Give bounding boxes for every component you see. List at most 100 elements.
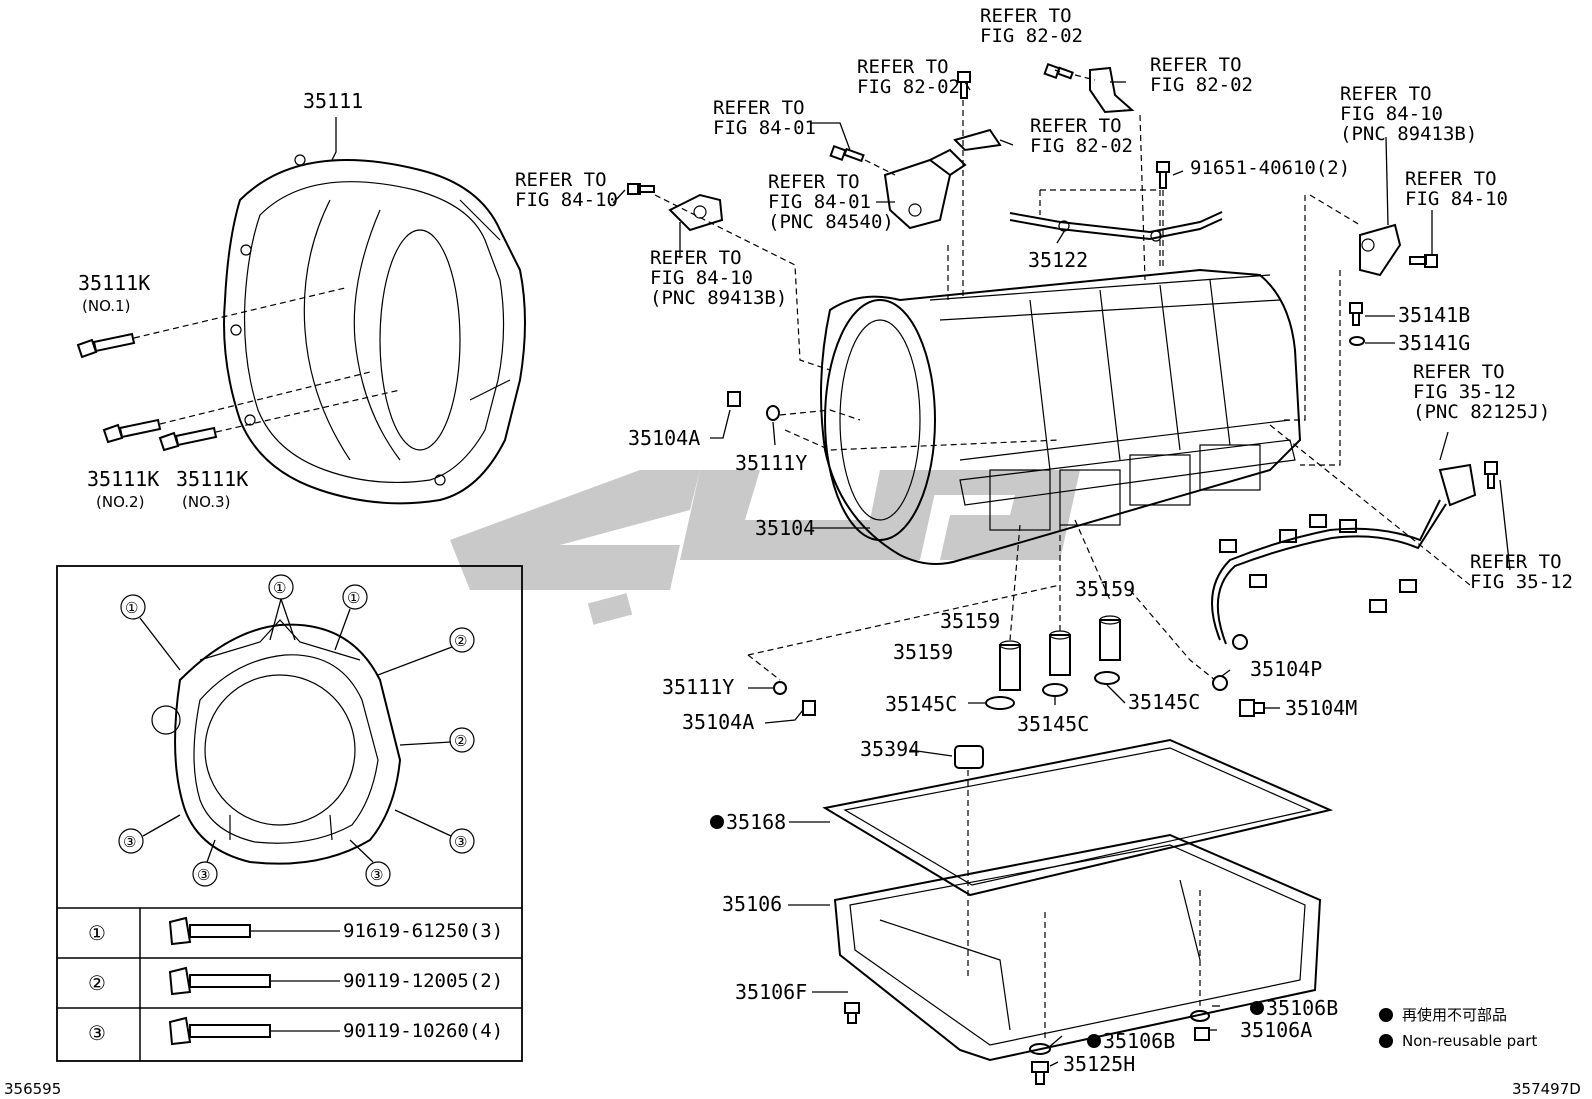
refer-84-10-d-1: REFER TO <box>1405 168 1497 190</box>
label-35168: 35168 <box>726 810 786 834</box>
table-mark-3: ③ <box>88 1021 106 1045</box>
label-35125h: 35125H <box>1063 1052 1135 1076</box>
plug-35104m <box>1239 699 1265 717</box>
washer-35145c-a <box>985 696 1015 710</box>
refer-35-12-b-2: FIG 35-12 <box>1470 571 1573 593</box>
oil-pan-35106 <box>833 833 1322 1062</box>
refer-84-10-c-1: REFER TO <box>1340 83 1432 105</box>
refer-82-02-d-2: FIG 82-02 <box>1030 135 1133 157</box>
inset-mark-3a: ③ <box>123 833 136 851</box>
wire-harness-82125j <box>1211 463 1477 650</box>
label-35141g: 35141G <box>1398 331 1470 355</box>
plug-35125h <box>1031 1061 1049 1085</box>
bolt-35141b <box>1349 302 1363 326</box>
refer-84-01-a-1: REFER TO <box>713 97 805 119</box>
footer-right-code: 357497D <box>1512 1080 1581 1098</box>
bolt-35106f <box>844 1002 860 1024</box>
label-35122: 35122 <box>1028 248 1088 272</box>
refer-35-12-a-2: FIG 35-12 <box>1413 381 1516 403</box>
label-35141b: 35141B <box>1398 303 1470 327</box>
label-35159-b: 35159 <box>940 609 1000 633</box>
refer-84-01-b-1: REFER TO <box>768 171 860 193</box>
label-35104: 35104 <box>755 516 815 540</box>
bracket-82-02-right <box>1089 66 1135 114</box>
label-35106f: 35106F <box>735 980 807 1004</box>
refer-84-10-b-1: REFER TO <box>650 247 742 269</box>
label-35106: 35106 <box>722 892 782 916</box>
sensor-84-10-left <box>668 193 724 232</box>
plug-35104a-top <box>727 391 741 407</box>
legend-line-2: Non-reusable part <box>1402 1032 1537 1050</box>
table-mark-1: ① <box>88 921 106 945</box>
inset-mark-1b: ① <box>347 589 360 607</box>
refer-82-02-d-1: REFER TO <box>1030 115 1122 137</box>
legend-non-reusable: 再使用不可部品 Non-reusable part <box>1379 1006 1537 1050</box>
oring-35111y-top <box>766 405 780 421</box>
bolt-top-small <box>627 62 1170 195</box>
label-35104m: 35104M <box>1285 696 1357 720</box>
label-35145c-c: 35145C <box>1128 690 1200 714</box>
legend-line-1: 再使用不可部品 <box>1402 1006 1507 1024</box>
label-91651: 91651-40610(2) <box>1190 157 1350 179</box>
non-reusable-dot-35168 <box>710 815 724 829</box>
oring-35104p <box>1212 675 1228 691</box>
inset-mark-1c: ① <box>125 599 138 617</box>
refer-84-01-a-2: FIG 84-01 <box>713 117 816 139</box>
label-35106b-a: 35106B <box>1266 996 1338 1020</box>
refer-82-02-c-1: REFER TO <box>1150 54 1242 76</box>
transmission-case-35104 <box>820 268 1302 565</box>
bolt-84-10-right <box>1409 254 1438 268</box>
inset-mark-2b: ② <box>454 732 467 750</box>
refer-35-12-a-3: (PNC 82125J) <box>1413 401 1550 423</box>
refer-84-01-b-3: (PNC 84540) <box>768 211 894 233</box>
label-35104a-top: 35104A <box>628 426 700 450</box>
table-part-2: 90119-12005(2) <box>343 970 503 992</box>
table-bolt-3 <box>168 1016 340 1046</box>
label-35111k-3: 35111K <box>176 467 248 491</box>
label-35106b-b: 35106B <box>1103 1029 1175 1053</box>
label-35104p: 35104P <box>1250 657 1322 681</box>
stud-35159-c <box>999 640 1021 691</box>
label-35159-a: 35159 <box>1075 577 1135 601</box>
inset-mark-3d: ③ <box>370 866 383 884</box>
refer-82-02-c-2: FIG 82-02 <box>1150 74 1253 96</box>
table-bolt-2 <box>168 966 340 996</box>
inset-mark-3b: ③ <box>454 833 467 851</box>
labels: 35111 35111K (NO.1) 35111K (NO.2) 35111K… <box>78 5 1573 1076</box>
refer-84-10-c-3: (PNC 89413B) <box>1340 123 1477 145</box>
label-35394: 35394 <box>860 737 920 761</box>
label-35111k-2: 35111K <box>87 467 159 491</box>
refer-82-02-b-1: REFER TO <box>857 56 949 78</box>
legend-dot-2 <box>1379 1034 1393 1048</box>
legend-dot-1 <box>1379 1008 1393 1022</box>
washer-35106b-right <box>1190 1010 1210 1022</box>
refer-84-10-b-3: (PNC 89413B) <box>650 287 787 309</box>
label-35111: 35111 <box>303 89 363 113</box>
stud-35159-a <box>1099 615 1121 661</box>
label-35111k-2-note: (NO.2) <box>96 493 144 511</box>
refer-82-02-a-1: REFER TO <box>980 5 1072 27</box>
label-35145c-b: 35145C <box>1017 712 1089 736</box>
refer-84-01-b-2: FIG 84-01 <box>768 191 871 213</box>
washer-35106b-center <box>1029 1043 1051 1055</box>
magnet-35394 <box>954 745 984 769</box>
inset-mark-1a: ① <box>273 579 286 597</box>
non-reusable-dot-35106b-right <box>1250 1001 1264 1015</box>
table-part-3: 90119-10260(4) <box>343 1020 503 1042</box>
label-35111k-1: 35111K <box>78 271 150 295</box>
refer-84-10-a-1: REFER TO <box>515 169 607 191</box>
inset-bolt-panel: ① ① ① ② ② ③ ③ ③ ③ ① ② ③ <box>56 565 523 1062</box>
table-mark-2: ② <box>88 971 106 995</box>
oil-tube-35122 <box>1009 211 1223 242</box>
label-35111y-top: 35111Y <box>735 451 807 475</box>
label-35111y-bottom: 35111Y <box>662 675 734 699</box>
refer-84-10-b-2: FIG 84-10 <box>650 267 753 289</box>
non-reusable-dot-35106b-center <box>1087 1034 1101 1048</box>
bolt-35111k-no2 <box>102 418 162 444</box>
gasket-35168 <box>822 738 1334 897</box>
label-35159-c: 35159 <box>893 640 953 664</box>
footer-left-code: 356595 <box>4 1080 61 1098</box>
refer-35-12-b-1: REFER TO <box>1470 551 1562 573</box>
table-part-1: 91619-61250(3) <box>343 920 503 942</box>
